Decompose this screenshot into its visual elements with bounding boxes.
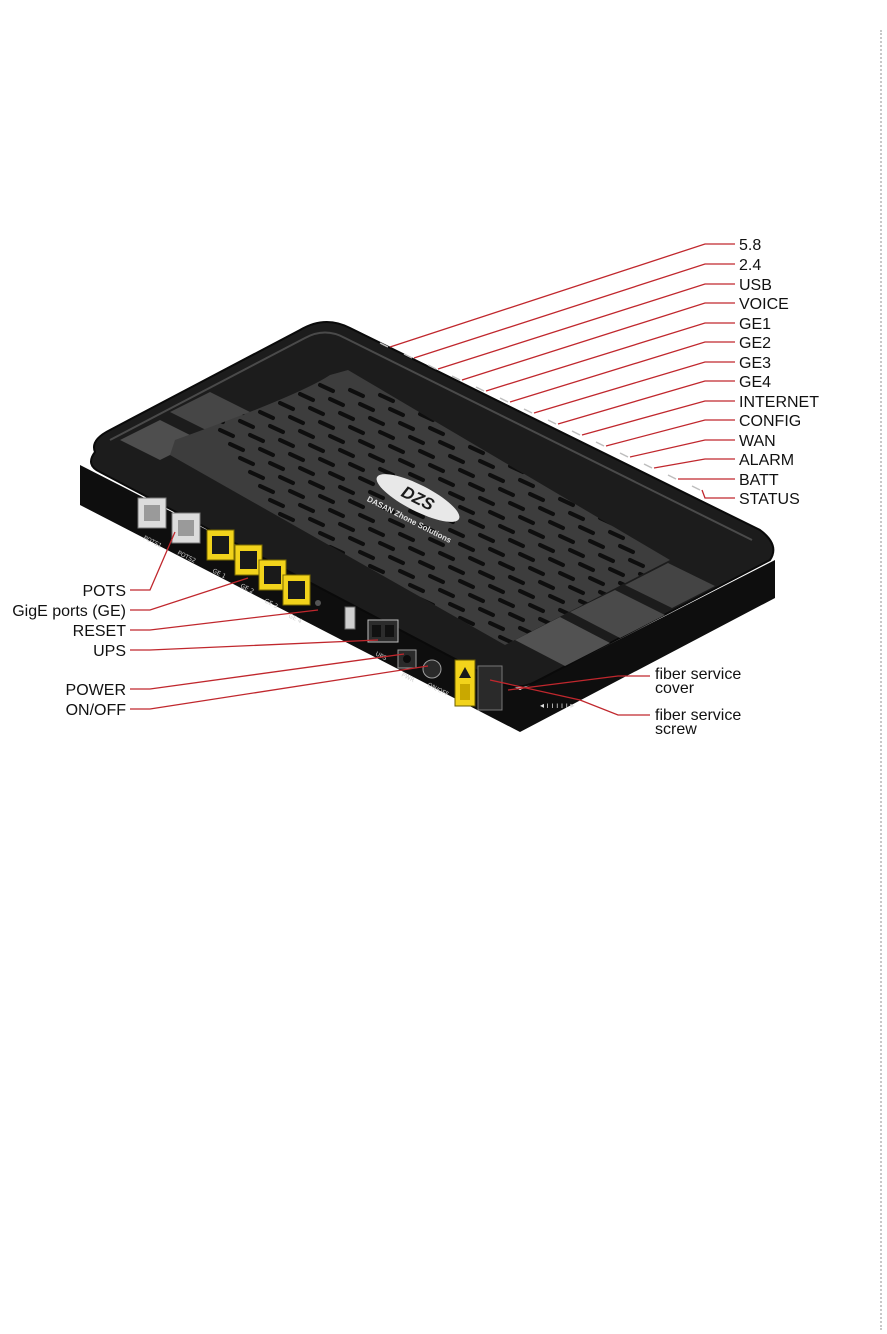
port-label-power: POWER bbox=[66, 682, 126, 699]
gige-port-1 bbox=[207, 530, 234, 560]
direction-arrows: ◂ ı ı ı ı ı ▸ bbox=[540, 701, 574, 710]
port-label-gige: GigE ports (GE) bbox=[12, 603, 126, 620]
vent-slot bbox=[650, 699, 663, 705]
port-leader-line bbox=[130, 640, 378, 650]
led-label-wan: WAN bbox=[739, 433, 776, 450]
vent-slot bbox=[670, 653, 683, 659]
usb-port bbox=[345, 607, 355, 629]
led-marker bbox=[596, 442, 604, 446]
ups-connector bbox=[368, 620, 398, 642]
led-leader-line bbox=[582, 401, 735, 435]
led-marker bbox=[572, 431, 580, 435]
led-label-column: 5.8 2.4 USB VOICE GE1 GE2 GE3 GE4 INTERN… bbox=[739, 237, 819, 508]
led-label-5-8: 5.8 bbox=[739, 237, 761, 254]
port-leader-line bbox=[130, 654, 404, 689]
vent-slot bbox=[170, 360, 183, 366]
vent-slot bbox=[620, 694, 633, 700]
led-marker bbox=[668, 475, 676, 479]
led-marker bbox=[644, 464, 652, 468]
vent-slot bbox=[690, 644, 703, 650]
port-label-reset: RESET bbox=[73, 623, 127, 640]
vent-slot bbox=[200, 365, 213, 371]
led-leader-line bbox=[510, 342, 735, 402]
pots1-port bbox=[138, 498, 166, 528]
led-label-status: STATUS bbox=[739, 491, 800, 508]
led-marker bbox=[548, 420, 556, 424]
power-jack bbox=[398, 650, 416, 668]
port-leader-line bbox=[130, 578, 248, 610]
led-marker bbox=[692, 486, 700, 490]
vent-slot bbox=[180, 374, 193, 380]
vent-slot bbox=[640, 685, 653, 691]
vent-slot bbox=[740, 714, 753, 720]
led-label-alarm: ALARM bbox=[739, 452, 794, 469]
fiber-screw-label-line2: screw bbox=[655, 721, 697, 738]
port-label-pots: POTS bbox=[82, 583, 126, 600]
port-label-column: POTS GigE ports (GE) RESET UPS POWER ON/… bbox=[12, 583, 126, 719]
led-marker bbox=[524, 409, 532, 413]
gige-port-3 bbox=[259, 560, 286, 590]
led-label-ge3: GE3 bbox=[739, 355, 771, 372]
led-label-usb: USB bbox=[739, 277, 772, 294]
vent-slot bbox=[730, 700, 743, 706]
fiber-service-screw bbox=[478, 666, 502, 710]
port-label-on-off: ON/OFF bbox=[66, 702, 127, 719]
led-leader-line bbox=[654, 459, 735, 468]
led-label-ge4: GE4 bbox=[739, 374, 771, 391]
gige-port-4 bbox=[283, 575, 310, 605]
led-marker bbox=[620, 453, 628, 457]
page-edge-marker bbox=[880, 30, 882, 1330]
led-label-config: CONFIG bbox=[739, 413, 801, 430]
port-label-ups: UPS bbox=[93, 643, 126, 660]
led-leader-line bbox=[534, 362, 735, 413]
fiber-label-group: fiber service cover fiber service screw bbox=[655, 666, 741, 738]
vent-slot bbox=[700, 658, 713, 664]
led-label-voice: VOICE bbox=[739, 296, 789, 313]
led-leader-line bbox=[390, 244, 735, 347]
on-off-switch bbox=[423, 660, 441, 678]
port-leader-line bbox=[130, 666, 428, 709]
gige-port-2 bbox=[235, 545, 262, 575]
svg-text:◂ ı ı ı ı ı ▸: ◂ ı ı ı ı ı ▸ bbox=[540, 701, 574, 710]
led-leader-line bbox=[438, 284, 735, 369]
fiber-service-cover bbox=[455, 660, 475, 706]
led-leader-line bbox=[630, 440, 735, 457]
led-leader-line bbox=[606, 420, 735, 446]
led-label-ge2: GE2 bbox=[739, 335, 771, 352]
vent-slot bbox=[720, 686, 733, 692]
led-label-internet: INTERNET bbox=[739, 394, 819, 411]
fiber-cover-label-line2: cover bbox=[655, 680, 695, 697]
led-label-batt: BATT bbox=[739, 472, 779, 489]
pots2-port bbox=[172, 513, 200, 543]
led-leader-line bbox=[702, 490, 735, 498]
led-leader-line bbox=[462, 303, 735, 380]
led-label-ge1: GE1 bbox=[739, 316, 771, 333]
vent-slot bbox=[700, 695, 713, 701]
reset-button bbox=[315, 600, 321, 606]
led-label-2-4: 2.4 bbox=[739, 257, 761, 274]
